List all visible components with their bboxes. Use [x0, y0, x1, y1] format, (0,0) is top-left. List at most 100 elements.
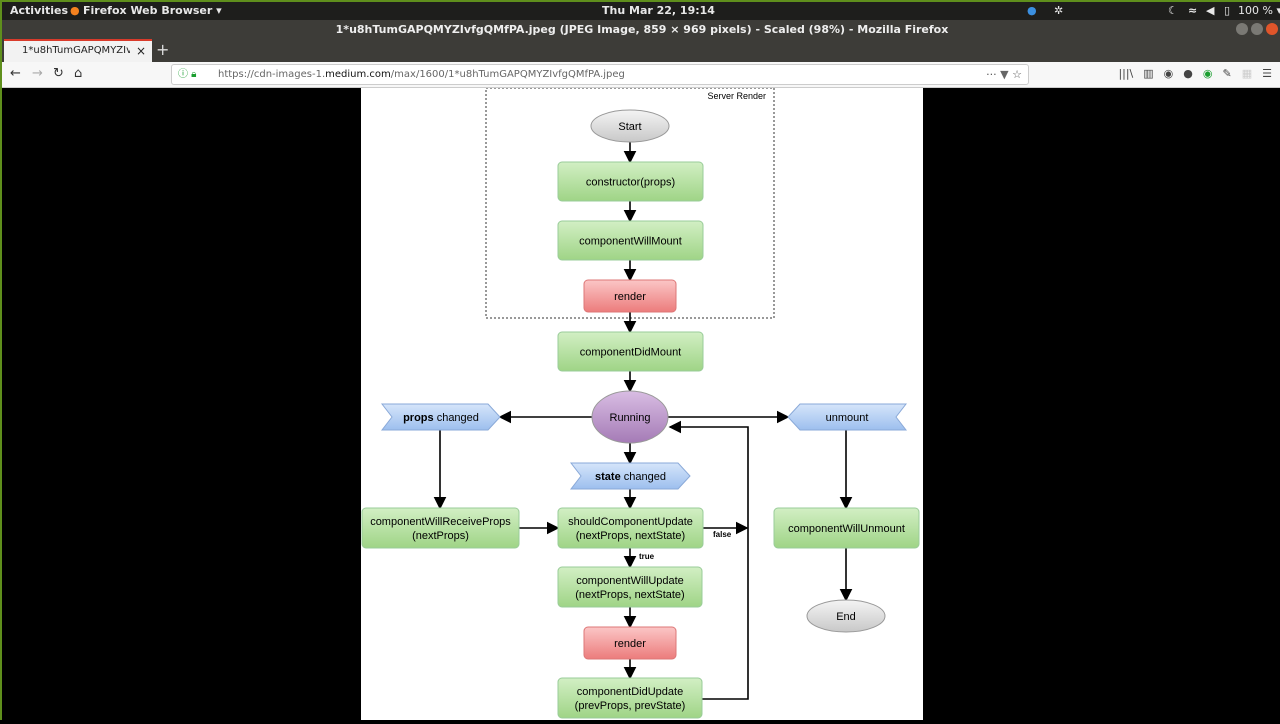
battery-percent[interactable]: 100 % ▾ — [1238, 4, 1280, 17]
minimize-button[interactable] — [1236, 23, 1248, 35]
node-label: componentWillUnmount — [788, 523, 905, 535]
node-cdm: componentDidMount — [557, 331, 704, 372]
node-cwm: componentWillMount — [557, 220, 704, 261]
node-label-bold: props — [403, 412, 434, 424]
firefox-icon: ● — [70, 4, 80, 17]
node-label-text: render — [614, 638, 646, 650]
node-shape — [806, 599, 886, 633]
node-label: Start — [618, 121, 641, 133]
node-shape — [557, 331, 704, 372]
back-button[interactable]: ← — [10, 66, 21, 81]
url-path: /max/1600/1*u8hTumGAPQMYZIvfgQMfPA.jpeg — [390, 69, 625, 80]
pocket-icon[interactable]: ▼ — [1000, 68, 1009, 81]
node-shape — [361, 507, 520, 549]
node-label: Running — [610, 412, 651, 424]
sidebar-icon[interactable]: ▥ — [1143, 67, 1154, 80]
node-label: componentDidUpdate — [577, 686, 683, 698]
react-lifecycle-diagram-image: Server Render Start constructor(props) com… — [361, 87, 923, 720]
extension-icon[interactable]: ◉ — [1163, 67, 1174, 80]
node-label-text: End — [836, 611, 856, 623]
system-top-bar: Activities ● Firefox Web Browser ▾ Thu M… — [2, 2, 1280, 20]
node-unmount: unmount — [787, 403, 908, 431]
app-menu[interactable]: Firefox Web Browser ▾ — [83, 4, 222, 17]
page-content: Server Render Start constructor(props) com… — [2, 87, 1280, 722]
node-cwun: componentWillUnmount — [773, 507, 920, 549]
node-shape — [557, 566, 703, 608]
night-light-icon[interactable]: ☾ — [1168, 4, 1178, 17]
node-label-text: componentWillUnmount — [788, 523, 905, 535]
screen-recorder-icon[interactable]: ● — [1027, 4, 1037, 17]
node-render2: render — [583, 626, 677, 660]
close-window-button[interactable] — [1266, 23, 1278, 35]
server-render-label: Server Render — [707, 91, 766, 101]
node-scu: shouldComponentUpdate(nextProps, nextSta… — [557, 507, 704, 549]
tab-active[interactable]: 1*u8hTumGAPQMYZIvfgQMfPA.jpeg × — [4, 39, 152, 62]
node-label-text: changed — [621, 471, 666, 483]
node-label: constructor(props) — [586, 177, 675, 189]
false-label: false — [713, 530, 732, 539]
node-state: state changed — [569, 462, 691, 490]
node-running: Running — [591, 390, 669, 444]
window-title-bar: 1*u8hTumGAPQMYZIvfgQMfPA.jpeg (JPEG Imag… — [2, 20, 1280, 39]
node-cwu: componentWillUpdate (nextProps, nextState… — [557, 566, 703, 608]
extension-icon-2[interactable]: ● — [1183, 67, 1193, 80]
node-shape — [591, 390, 669, 444]
node-label-text: render — [614, 291, 646, 303]
menu-button[interactable]: ☰ — [1262, 67, 1272, 80]
node-label: End — [836, 611, 856, 623]
node-label-text: componentDidMount — [580, 347, 682, 359]
node-start: Start — [590, 109, 670, 143]
library-icon[interactable]: |||\ — [1118, 67, 1134, 80]
url-bar[interactable]: ⓘ 🔒︎ https://cdn-images-1.medium.com/max… — [171, 64, 1029, 85]
url-prefix: https://cdn-images-1. — [218, 69, 326, 80]
node-constructor: constructor(props) — [557, 161, 704, 202]
node-shape — [773, 507, 920, 549]
node-label-text: constructor(props) — [586, 177, 675, 189]
node-shape — [380, 403, 501, 431]
window-title: 1*u8hTumGAPQMYZIvfgQMfPA.jpeg (JPEG Imag… — [335, 23, 949, 36]
node-cwrp: componentWillReceiveProps (nextProps) — [361, 507, 520, 549]
activities-button[interactable]: Activities — [10, 4, 69, 17]
maximize-button[interactable] — [1251, 23, 1263, 35]
extension-icon-5[interactable]: ▦ — [1241, 67, 1253, 80]
extension-icon-4[interactable]: ✎ — [1222, 67, 1232, 80]
node-label: render — [614, 638, 646, 650]
node-label-text: Running — [610, 412, 651, 424]
node-label-text: Start — [618, 121, 641, 133]
lock-icon[interactable]: ⓘ 🔒︎ — [178, 69, 197, 80]
battery-icon[interactable]: ▯ — [1224, 4, 1231, 17]
wifi-icon[interactable]: ≈ — [1188, 4, 1198, 17]
volume-icon[interactable]: ◀ — [1206, 4, 1215, 17]
node-render1: render — [583, 279, 677, 313]
bookmark-star-icon[interactable]: ☆ — [1012, 68, 1022, 81]
node-props: props changed — [380, 403, 501, 431]
forward-button[interactable]: → — [32, 66, 43, 81]
tab-close-icon[interactable]: × — [135, 44, 146, 58]
node-shape — [569, 462, 691, 490]
url-domain: medium.com — [325, 69, 391, 80]
node-label-args: (nextProps, nextState) — [575, 589, 684, 601]
node-label: componentWillReceiveProps — [370, 516, 511, 528]
node-end: End — [806, 599, 886, 633]
node-cdu: componentDidUpdate(prevProps, prevState) — [557, 677, 703, 719]
clock[interactable]: Thu Mar 22, 19:14 — [602, 4, 715, 17]
node-label: componentWillMount — [579, 236, 682, 248]
node-label: componentDidMount — [580, 347, 682, 359]
new-tab-button[interactable]: + — [156, 40, 170, 59]
node-label: componentWillUpdate — [576, 575, 684, 587]
page-actions-button[interactable]: ··· — [986, 68, 997, 81]
node-label-args: (nextProps) — [412, 530, 469, 542]
node-shape — [557, 677, 703, 719]
settings-icon[interactable]: ✲ — [1054, 4, 1064, 17]
node-label: props changed — [403, 412, 479, 424]
flow-arrow — [668, 420, 749, 700]
node-shape — [557, 161, 704, 202]
true-label: true — [639, 552, 655, 561]
home-button[interactable]: ⌂ — [74, 66, 83, 81]
navigation-toolbar: ← → ↻ ⌂ ⓘ 🔒︎ https://cdn-images-1.medium… — [2, 62, 1280, 88]
node-label-args: (nextProps, nextState) — [576, 530, 685, 542]
lifecycle-diagram: Server Render Start constructor(props) com… — [361, 87, 920, 719]
extension-icon-3[interactable]: ◉ — [1202, 67, 1213, 80]
reload-button[interactable]: ↻ — [53, 66, 64, 81]
node-shape — [787, 403, 908, 431]
